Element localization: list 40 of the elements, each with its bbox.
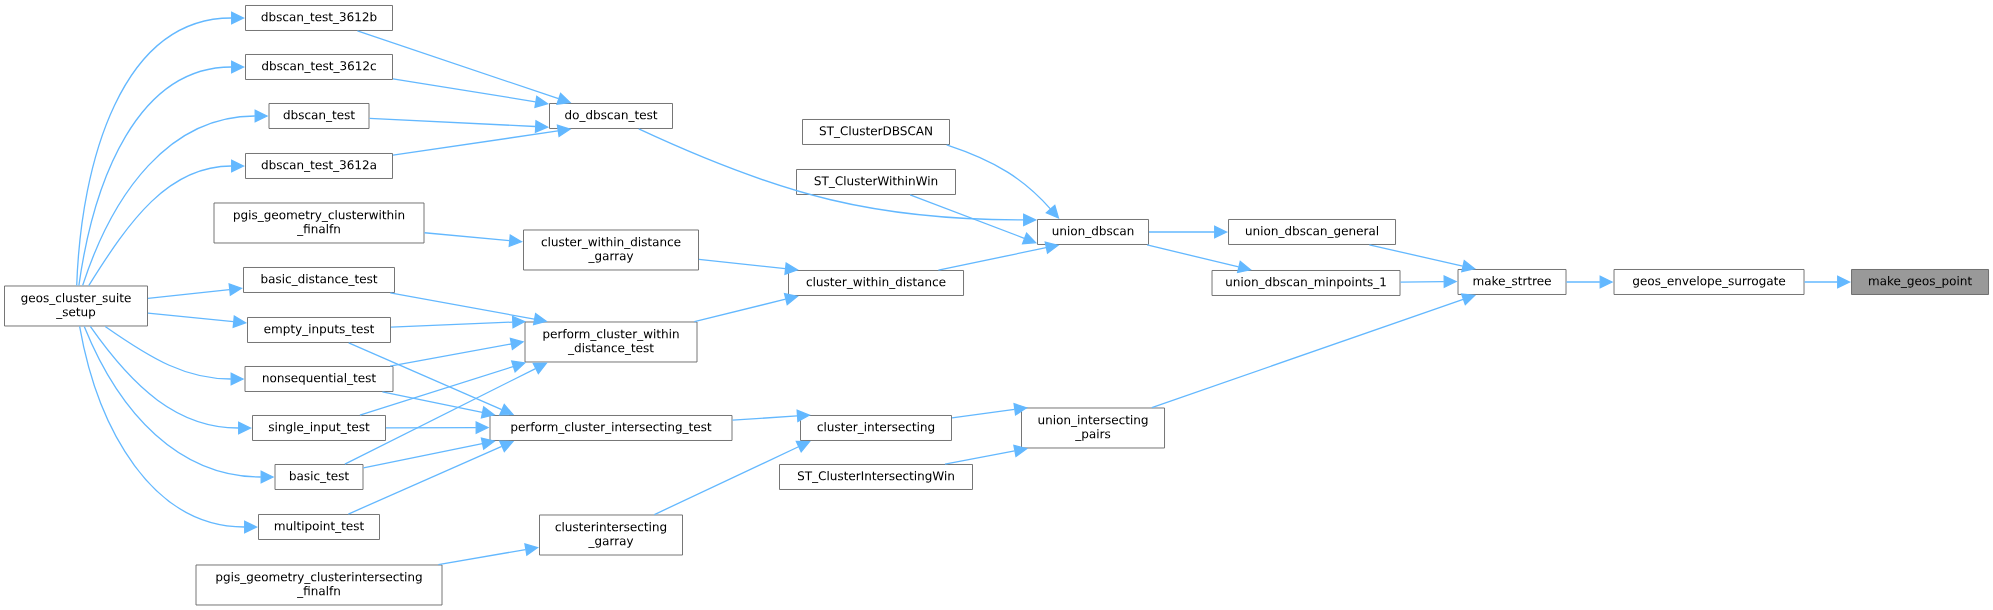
function-box: do_dbscan_test <box>549 103 673 129</box>
arrow <box>653 440 811 516</box>
function-box: basic_test <box>274 464 364 490</box>
function-box: cluster_within_distance _garray <box>523 229 699 271</box>
function-box: make_geos_point <box>1851 269 1989 295</box>
arrow <box>78 60 245 287</box>
function-box: cluster_intersecting <box>800 415 952 441</box>
function-box: perform_cluster_within _distance_test <box>524 321 698 363</box>
arrow <box>78 325 258 534</box>
arrow <box>88 159 245 287</box>
function-box: dbscan_test_3612b <box>245 5 393 31</box>
function-box: geos_envelope_surrogate <box>1613 269 1805 295</box>
function-box: basic_distance_test <box>243 267 395 293</box>
function-box: dbscan_test_3612a <box>245 153 393 179</box>
function-box: union_dbscan_general <box>1228 219 1396 245</box>
function-box: empty_inputs_test <box>247 317 391 343</box>
function-box: cluster_within_distance <box>788 270 964 296</box>
function-box: clusterintersecting _garray <box>539 514 683 556</box>
function-box: single_input_test <box>252 415 386 441</box>
function-box: ST_ClusterDBSCAN <box>802 119 950 145</box>
function-box: pgis_geometry_clusterintersecting _finalfn <box>195 564 443 606</box>
function-box: nonsequential_test <box>244 366 394 392</box>
function-box: geos_cluster_suite _setup <box>4 285 148 327</box>
function-box: perform_cluster_intersecting_test <box>489 415 733 441</box>
arrow <box>1146 244 1252 274</box>
arrow <box>946 144 1060 219</box>
arrow <box>147 282 243 299</box>
function-box: make_strtree <box>1457 269 1567 295</box>
arrow <box>89 325 252 435</box>
function-box: dbscan_test_3612c <box>245 54 393 80</box>
function-box: union_intersecting _pairs <box>1021 407 1165 449</box>
function-box: pgis_geometry_clusterwithin _finalfn <box>213 202 425 244</box>
function-box: union_dbscan_minpoints_1 <box>1211 270 1401 296</box>
function-box: ST_ClusterIntersectingWin <box>779 464 973 490</box>
function-box: multipoint_test <box>258 514 380 540</box>
function-box: union_dbscan <box>1037 219 1149 245</box>
function-box: ST_ClusterWithinWin <box>796 169 956 195</box>
function-box: dbscan_test <box>268 103 370 129</box>
arrow <box>344 362 548 465</box>
arrow <box>76 11 245 287</box>
